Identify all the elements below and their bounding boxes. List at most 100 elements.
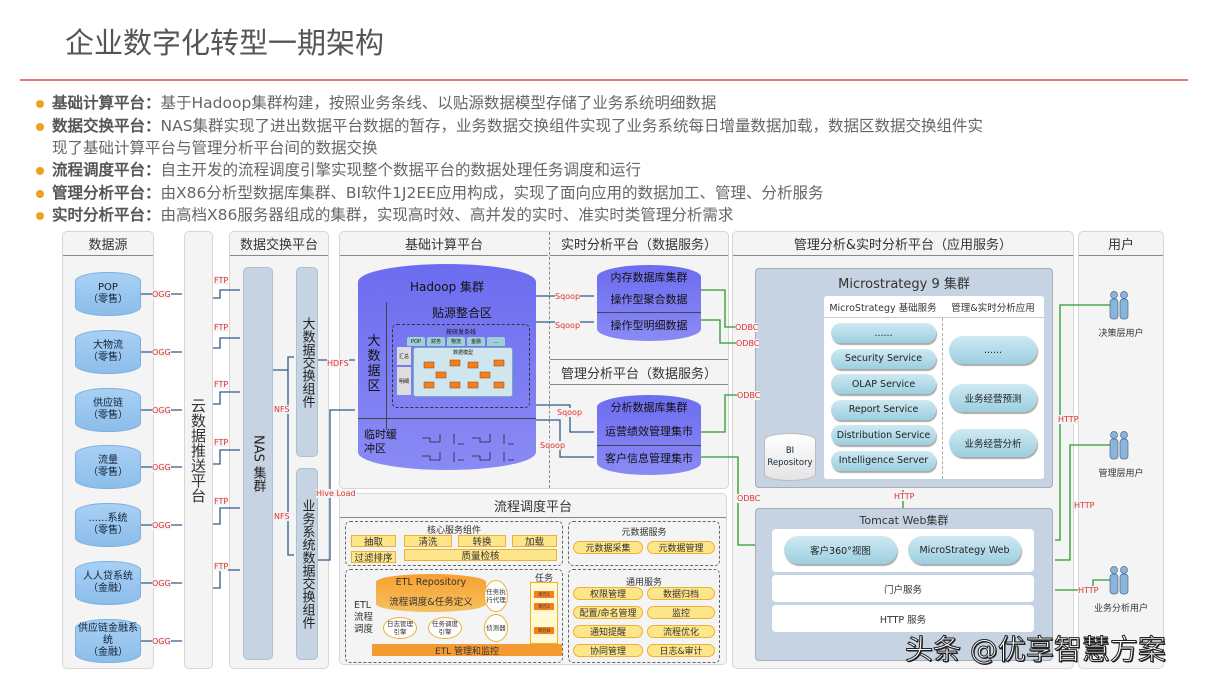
source-type: （零售） [88, 467, 128, 478]
ftp-link-label: FTP [214, 323, 229, 332]
common-service-item: 权限管理 [573, 587, 643, 600]
source-name: POP [98, 282, 118, 293]
ms-services: MicroStrategy 基础服务 管理&实时分析应用 ......Secur… [824, 296, 1044, 479]
task-unit: 单元1 [534, 591, 554, 598]
source-db: ......系统（零售） [75, 503, 141, 547]
business-tab: 物流 [447, 337, 465, 346]
label: ETL Repository [395, 577, 467, 588]
source-type: （零售） [88, 352, 128, 363]
sqoop-link-label: Sqoop [540, 441, 566, 450]
task-list: 单元1 单元2 单元N [530, 582, 558, 644]
odbc-link-label: ODBC [737, 391, 761, 400]
portal-service: 门户服务 [772, 575, 1034, 602]
clean: 清洗 [404, 535, 452, 548]
label: 内存数据库集群 [610, 271, 688, 284]
analysis-db-cluster: 分析数据库集群 运营绩效管理集市 客户信息管理集市 [597, 395, 701, 475]
hive-link-label: Hive Load [316, 489, 356, 498]
common-service-item: 配置/命名管理 [573, 606, 643, 619]
http-service: HTTP 服务 [772, 605, 1034, 632]
bullet: 实时分析平台：由高档X86服务器组成的集群，实现高时效、高并发的实时、准实时类管… [36, 203, 733, 225]
hdfs-link-label: HDFS [327, 359, 349, 368]
load: 加载 [512, 535, 557, 548]
row: 运营绩效管理集市 [605, 425, 693, 438]
page-title: 企业数字化转型一期架构 [65, 26, 385, 60]
detail-tab: 明细 [397, 367, 411, 395]
microstrategy-web[interactable]: MicroStrategy Web [908, 536, 1021, 564]
odbc-link-label: ODBC [737, 494, 761, 503]
sqoop-link-label: Sqoop [555, 321, 581, 330]
core-service-box: 核心服务组件 抽取 清洗 转换 加载 过滤排序 质量检核 [345, 521, 563, 566]
etl-box: ETL流程调度 ETL Repository 流程调度&任务定义 日志管理引擎 … [345, 569, 563, 663]
common-service-item: 日志&审计 [647, 644, 715, 657]
source-name: 供应链 [93, 398, 123, 409]
common-service-item: 数据归档 [647, 587, 715, 600]
hadoop-title: Hadoop 集群 [409, 280, 485, 294]
nfs-link-label: NFS [274, 512, 290, 521]
user-group-icon [1109, 431, 1129, 460]
customer-360-view[interactable]: 客户360°视图 [784, 536, 897, 564]
summary-tab: 汇总 [397, 347, 411, 365]
ms-app[interactable]: ...... [949, 336, 1037, 364]
ms-service[interactable]: Intelligence Server [831, 450, 936, 471]
extract: 抽取 [351, 535, 396, 548]
http-link-label: HTTP [1078, 586, 1099, 595]
ms-app[interactable]: 业务经营预测 [949, 384, 1037, 412]
etl-label: ETL流程调度 [354, 600, 374, 635]
biz-exchange: 业务系统数据交换组件 [296, 468, 318, 660]
bullet-dot [36, 189, 44, 198]
source-zone: 贴源整合区 [431, 306, 492, 320]
metadata-box: 元数据服务 元数据采集 元数据管理 [568, 521, 720, 566]
odbc-link-label: ODBC [735, 323, 759, 332]
panel-header: 管理分析&实时分析平台（应用服务） [733, 232, 1073, 256]
label: 元数据服务 [621, 528, 667, 538]
bullet: 数据交换平台：NAS集群实现了进出数据平台数据的暂存，业务数据交换组件实现了业务… [36, 114, 983, 136]
panel-header: 基础计算平台 [340, 232, 548, 256]
exec-agent: 任务执行代理 [484, 580, 508, 612]
ms-service[interactable]: Report Service [831, 399, 936, 420]
push-platform: 云数据推送平台 [184, 231, 213, 669]
common-service-item: 流程优化 [647, 625, 715, 638]
ftp-link-label: FTP [214, 380, 229, 389]
common-service-box: 通用服务 权限管理数据归档配置/命名管理监控通知提醒流程优化协同管理日志&审计 [568, 569, 720, 663]
memory-db-cluster: 内存数据库集群 操作型聚合数据 操作型明细数据 [597, 265, 701, 341]
sqoop-link-label: Sqoop [557, 408, 583, 417]
http-link-label: HTTP [894, 492, 915, 501]
panel-header: 流程调度平台 [340, 494, 726, 518]
bullet-cont: 现了基础计算平台与管理分析平台间的数据交换 [52, 139, 378, 157]
row: 客户信息管理集市 [597, 445, 701, 466]
source-db: 人人贷系统（金融） [75, 561, 141, 605]
etl-repository: ETL Repository 流程调度&任务定义 [376, 574, 486, 612]
bigdata-exchange: 大数据交换组件 [296, 267, 318, 457]
quality-check: 质量检核 [404, 549, 557, 562]
bullet: 管理分析平台：由X86分析型数据库集群、BI软件1J2EE应用构成，实现了面向应… [36, 181, 823, 203]
row: 操作型明细数据 [597, 312, 701, 333]
tree-nodes-icon [422, 434, 514, 462]
label: Tomcat Web集群 [859, 514, 949, 527]
source-type: （金融） [88, 583, 128, 594]
sqoop-link-label: Sqoop [555, 292, 581, 301]
ms-app[interactable]: 业务经营分析 [949, 429, 1037, 457]
ms-service[interactable]: ...... [831, 323, 936, 343]
filter-sort: 过滤排序 [351, 551, 396, 564]
source-name: 供应链金融系统 [78, 623, 138, 646]
divider [942, 318, 943, 479]
panel-header: 数据交换平台 [230, 232, 328, 256]
ms-service[interactable]: Security Service [831, 348, 936, 369]
source-type: （金融） [88, 647, 128, 658]
common-service-item: 监控 [647, 606, 715, 619]
panel-header: 实时分析平台（数据服务） [550, 232, 728, 256]
source-type: （零售） [88, 294, 128, 305]
source-name: ......系统 [88, 513, 128, 524]
user-label: 业务分析用户 [1093, 604, 1148, 614]
source-type: （零售） [88, 410, 128, 421]
ms-service[interactable]: Distribution Service [831, 425, 936, 445]
model-boxes-icon [423, 359, 505, 389]
ms-service[interactable]: OLAP Service [831, 374, 936, 394]
log-engine: 日志管理引擎 [383, 617, 417, 639]
ftp-link-label: FTP [214, 562, 229, 571]
bullet-dot [36, 211, 44, 220]
ogg-link-label: OGG [152, 463, 171, 472]
business-tab: 财务 [427, 337, 445, 346]
task-label: 任务 [534, 574, 553, 584]
